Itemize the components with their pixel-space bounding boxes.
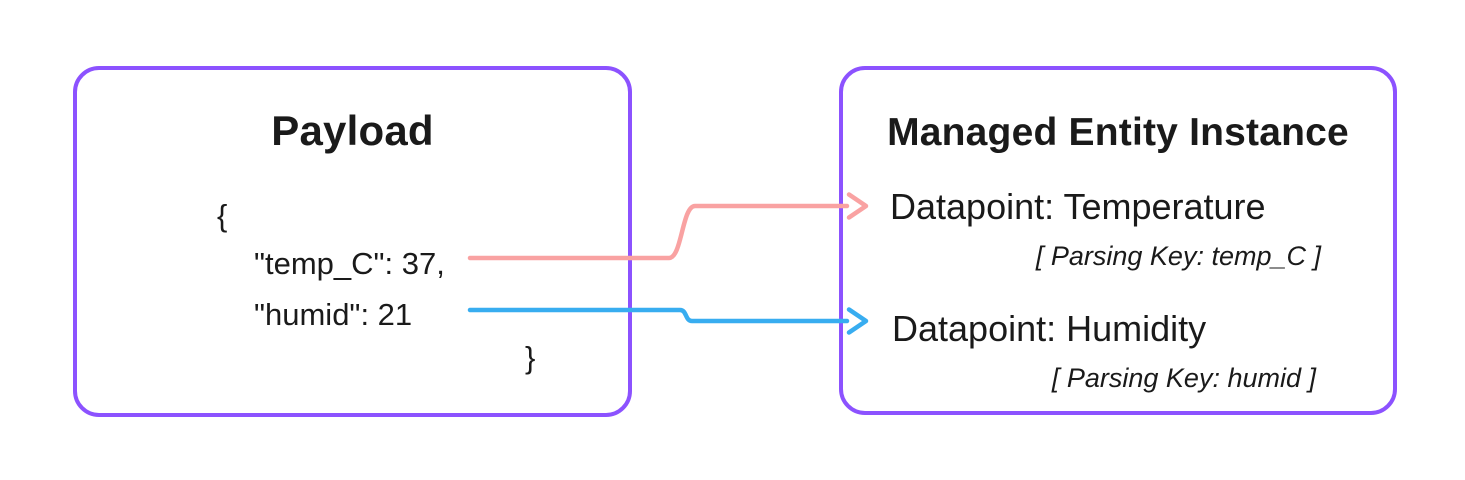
json-temp-line: "temp_C": 37, (254, 246, 445, 281)
parsing-key-temp: [ Parsing Key: temp_C ] (1035, 241, 1321, 271)
datapoint-humidity-label: Datapoint: Humidity (892, 308, 1207, 349)
datapoint-temperature-label: Datapoint: Temperature (890, 186, 1266, 227)
managed-entity-box: Managed Entity Instance Datapoint: Tempe… (839, 66, 1397, 415)
json-humid-line: "humid": 21 (254, 297, 413, 332)
json-close-brace: } (525, 340, 536, 375)
parsing-key-humid: [ Parsing Key: humid ] (1051, 363, 1316, 393)
json-open-brace: { (217, 198, 228, 233)
managed-entity-title: Managed Entity Instance (887, 111, 1349, 154)
payload-title: Payload (271, 107, 434, 154)
payload-box: Payload { "temp_C": 37, "humid": 21 } (73, 66, 632, 417)
